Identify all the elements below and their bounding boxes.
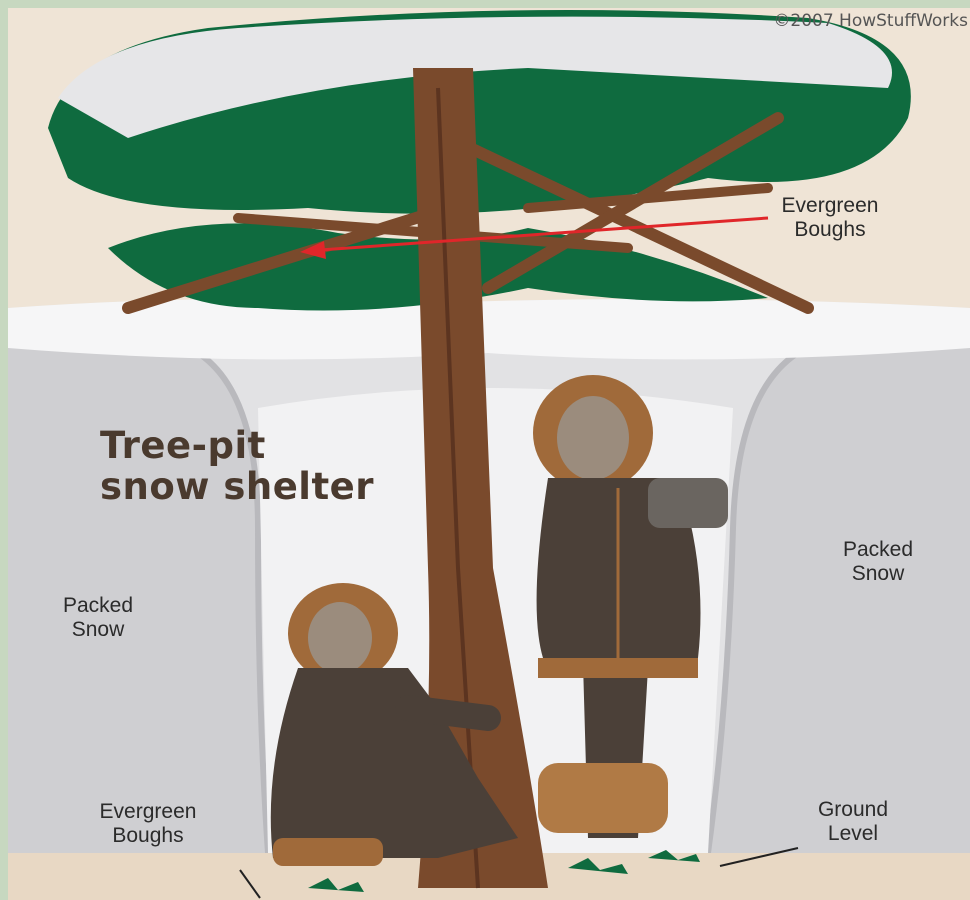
diagram-title: Tree-pit snow shelter xyxy=(100,426,374,507)
label-evergreen-boughs-bottom: Evergreen Boughs xyxy=(78,800,218,848)
label-ground-level: Ground Level xyxy=(798,798,908,846)
diagram-frame: ©2007 HowStuffWorks Tree-pit snow shelte… xyxy=(8,8,970,900)
label-packed-snow-right: Packed Snow xyxy=(823,538,933,586)
title-line-2: snow shelter xyxy=(100,467,374,508)
copyright-text: ©2007 HowStuffWorks xyxy=(773,11,968,31)
label-packed-snow-left: Packed Snow xyxy=(43,594,153,642)
label-evergreen-boughs-top: Evergreen Boughs xyxy=(760,194,900,242)
title-line-1: Tree-pit xyxy=(100,426,374,467)
